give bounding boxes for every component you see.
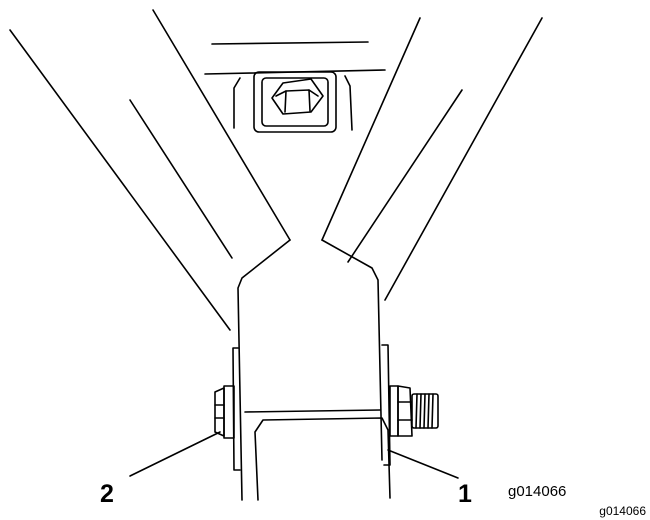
crossmember (204, 41, 386, 131)
callout-label-2: 2 (100, 480, 114, 508)
bolt-plate (253, 71, 337, 133)
bolt-threads (411, 393, 439, 429)
hex-bolt-head-icon (271, 78, 324, 115)
square-tube (254, 417, 391, 501)
right-nut (389, 385, 413, 437)
left-nut (214, 385, 235, 439)
mounting-bracket (237, 239, 383, 501)
left-arm (9, 9, 291, 331)
figure-id-label: g014066 (508, 483, 566, 500)
figure-id-corner-label: g014066 (599, 504, 646, 518)
leader-line-1 (387, 449, 459, 479)
right-arm (321, 17, 543, 301)
callout-label-1: 1 (458, 480, 472, 508)
leader-line-2 (129, 431, 221, 477)
